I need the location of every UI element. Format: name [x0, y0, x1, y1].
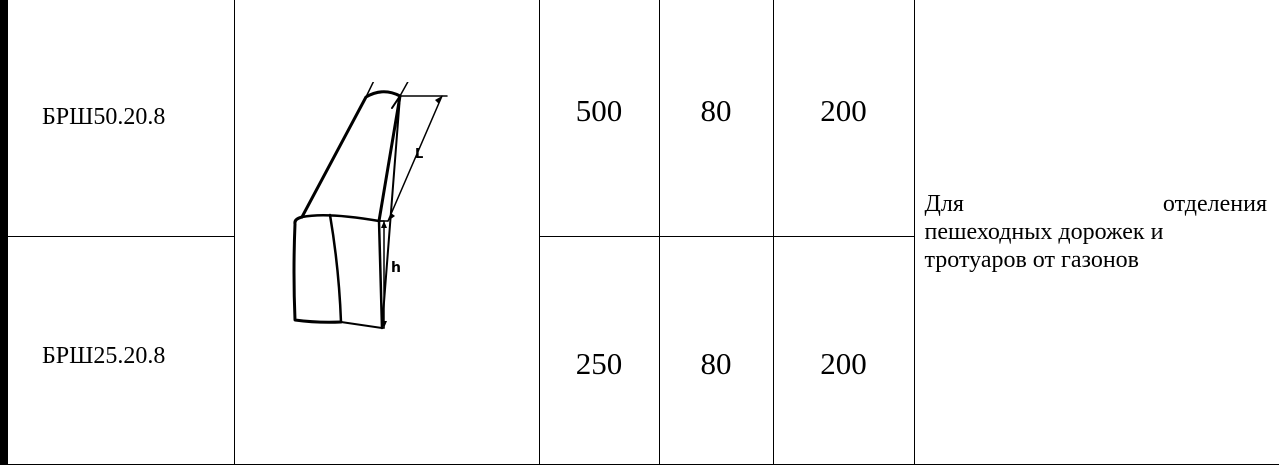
- product-code-cell: БРШ50.20.8: [0, 0, 235, 237]
- description-word-2: отделения: [1162, 190, 1267, 217]
- dimension-label-h: h: [391, 260, 401, 276]
- width-cell: 80: [658, 235, 774, 465]
- curb-stone-drawing: b L h: [292, 81, 448, 329]
- drawing-cell: b L h: [233, 0, 540, 465]
- length-value: 250: [575, 346, 623, 381]
- dimension-label-l: L: [415, 147, 423, 162]
- description-first-line: Для отделения: [925, 190, 1268, 218]
- length-cell: 500: [538, 0, 660, 237]
- height-value: 200: [820, 92, 867, 128]
- product-code: БРШ50.20.8: [42, 104, 166, 131]
- description-rest: пешеходных дорожек и тротуаров от газоно…: [924, 218, 1164, 273]
- height-cell: 200: [772, 0, 915, 237]
- width-value: 80: [700, 346, 732, 381]
- height-value: 200: [820, 346, 867, 381]
- width-cell: 80: [658, 0, 774, 237]
- height-cell: 200: [772, 235, 915, 465]
- length-value: 500: [575, 92, 623, 128]
- product-code-cell: БРШ25.20.8: [0, 235, 235, 465]
- product-code: БРШ25.20.8: [42, 342, 166, 369]
- width-value: 80: [700, 92, 732, 128]
- table-row: БРШ25.20.8 250 80 200: [0, 235, 1279, 465]
- length-cell: 250: [538, 235, 660, 465]
- description-cell: Для отделения пешеходных дорожек и троту…: [913, 0, 1279, 465]
- description-word-1: Для: [924, 190, 964, 217]
